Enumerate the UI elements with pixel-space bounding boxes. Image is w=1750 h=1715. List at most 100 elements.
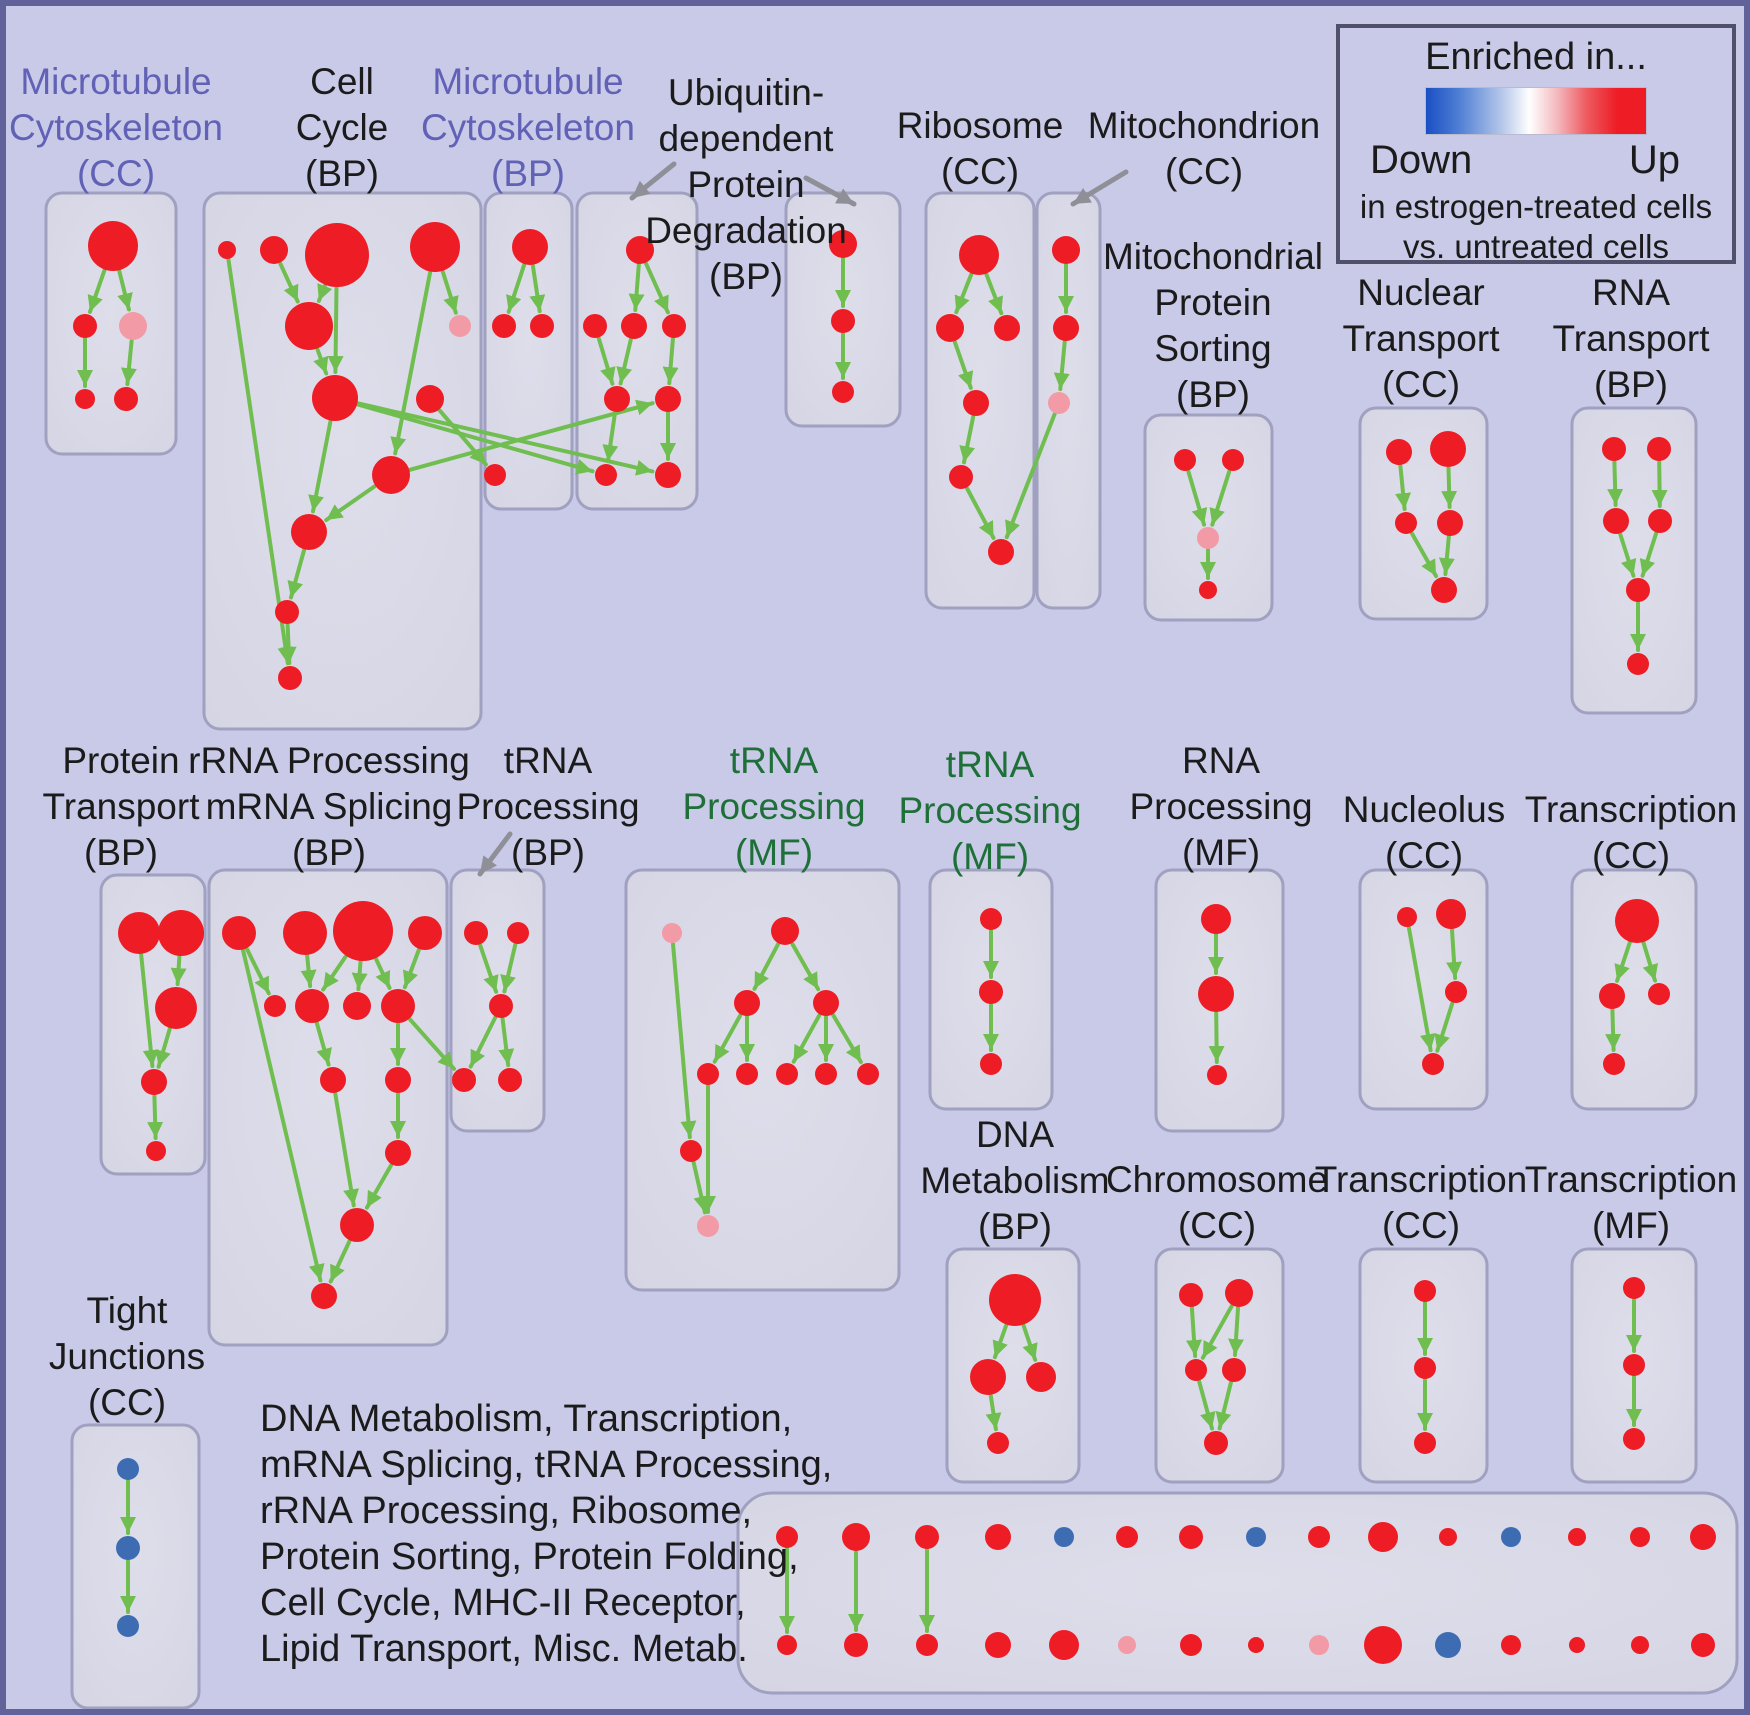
label-line: (BP) [305,153,379,194]
edge-arrow [408,399,655,472]
go-node-d5 [498,1068,522,1092]
go-node-n3 [1395,512,1417,534]
edge-arrow [1605,1008,1622,1052]
label-line: Transcription [1524,789,1738,830]
go-node-g1 [1201,904,1231,934]
group-box-dna-metabolism-bp [945,1247,1081,1484]
edge-arrow [1607,460,1624,507]
go-node-p5 [146,1141,166,1161]
go-node-bb4 [985,1632,1011,1658]
label-line: (BP) [84,832,158,873]
go-node-bb8 [1248,1637,1264,1653]
go-node-c5 [285,302,333,350]
go-node-i3 [1648,983,1670,1005]
go-node-bt2 [842,1523,870,1551]
label-line: (MF) [1591,1205,1671,1246]
go-node-a10 [385,1067,411,1093]
go-node-w2 [1414,1357,1436,1379]
go-node-d4 [452,1068,476,1092]
go-node-bb13 [1569,1637,1585,1653]
go-node-c12 [278,666,302,690]
go-node-g2 [1198,976,1234,1012]
edge-arrow [1209,469,1232,527]
edge-arrow [1406,925,1436,1053]
go-node-l1 [1179,1283,1203,1307]
go-node-a3 [333,901,393,961]
go-node-w1 [1414,1280,1436,1302]
edge-arrow [952,340,974,390]
go-node-d3 [489,994,513,1018]
edge-arrow [374,957,392,990]
go-node-a12 [340,1208,374,1242]
edge-arrow [314,1021,332,1067]
go-node-e8 [815,1063,837,1085]
edge-arrow [278,261,300,304]
label-line: Microtubule [432,61,624,102]
label-line: (CC) [87,1382,167,1423]
go-node-bt10 [1368,1522,1398,1552]
edge-arrow [1004,412,1057,540]
go-node-c9 [372,456,410,494]
edge-arrow [287,548,306,600]
go-node-g3 [1207,1065,1227,1085]
go-node-u4 [662,314,686,338]
go-node-j2 [116,1536,140,1560]
go-node-bt11 [1439,1528,1457,1546]
go-node-e3 [734,990,760,1016]
go-node-a6 [295,989,329,1023]
go-node-c1 [218,241,236,259]
annotation-arrow [629,161,677,201]
edge-arrow [498,1016,515,1068]
label-line: (CC) [1177,1205,1257,1246]
edge-arrow [959,414,976,465]
label-line: mRNA Splicing, tRNA Processing, [260,1444,833,1486]
label-line: Protein [62,740,180,781]
go-node-h2 [1436,899,1466,929]
legend-up-label: Up [1628,138,1680,182]
go-node-bt12 [1501,1527,1521,1547]
edge-arrow [356,402,595,475]
edge-arrow [1639,531,1659,578]
go-node-q3 [1603,508,1629,534]
label-line: Processing [1129,786,1313,827]
go-node-b3 [530,314,554,338]
go-node-bt1 [776,1526,798,1548]
label-line: (BP) [709,256,783,297]
edge-arrow [117,269,133,312]
edge-arrow [170,954,187,987]
go-node-v2 [831,309,855,333]
label-line: Transport [1552,318,1710,359]
label-line: DNA [975,1114,1055,1155]
go-node-e10 [680,1140,702,1162]
go-node-w3 [1414,1432,1436,1454]
go-node-bb5 [1049,1630,1079,1660]
label-transcription-cc-1: Transcription(CC) [1421,787,1744,879]
edge-arrow [529,263,546,314]
edge-arrow [671,942,697,1140]
go-node-c7 [312,375,358,421]
go-node-n1 [1386,439,1412,465]
go-node-m5 [114,387,138,411]
edge-arrow [1618,532,1637,578]
go-node-a13 [311,1283,337,1309]
edge-arrow [1441,466,1458,509]
go-node-c10 [291,514,327,550]
go-node-l2 [1225,1279,1253,1307]
go-node-b2 [492,314,516,338]
edge-arrow [324,484,377,522]
go-node-bb11 [1435,1632,1461,1658]
go-node-k1 [989,1274,1041,1326]
go-node-c8 [416,385,444,413]
legend-title: Enriched in... [1425,36,1647,78]
go-node-l3 [1185,1359,1207,1381]
edge-arrow [662,337,679,386]
go-node-l5 [1204,1431,1228,1455]
legend-box: Enriched in... Down Up in estrogen-treat… [1336,24,1736,265]
go-node-a5 [264,995,286,1017]
go-node-k3 [1026,1362,1056,1392]
label-mitochondrion-cc: Mitochondrion(CC) [994,103,1414,195]
label-line: Nuclear [1357,272,1485,313]
go-node-v1 [829,230,857,258]
edge-arrow [1409,531,1439,579]
